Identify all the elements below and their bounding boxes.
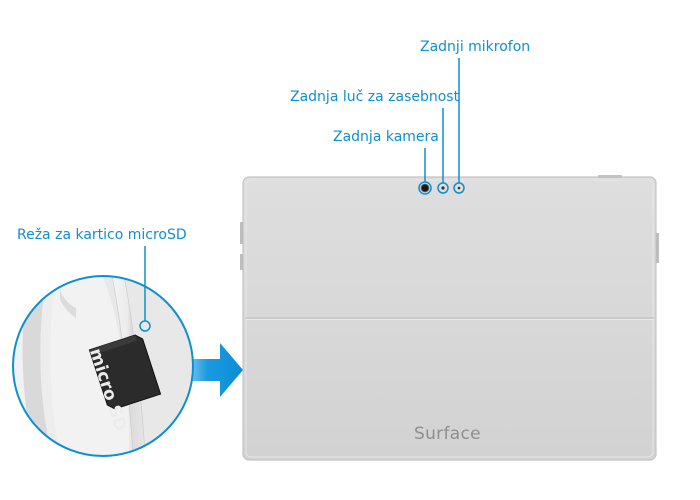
pointer-arrow — [188, 343, 243, 397]
rear-microphone-hole — [457, 186, 461, 190]
right-side-button — [656, 233, 659, 263]
privacy-light-label: Zadnja luč za zasebnost — [290, 89, 460, 105]
microsd-zoom-inset — [12, 246, 194, 457]
privacy-light-dot — [441, 186, 445, 190]
rear-camera-lens — [420, 183, 430, 193]
microsd-slot-label: Reža za kartico microSD — [17, 227, 187, 243]
rear-microphone-label: Zadnji mikrofon — [420, 39, 531, 55]
surface-device-back — [240, 175, 659, 461]
power-button — [598, 175, 622, 178]
left-side-button — [240, 222, 243, 244]
surface-logo: Surface — [414, 424, 481, 444]
device-callouts — [418, 58, 465, 195]
microsd-card — [88, 334, 162, 410]
rear-camera-label: Zadnja kamera — [333, 129, 439, 145]
